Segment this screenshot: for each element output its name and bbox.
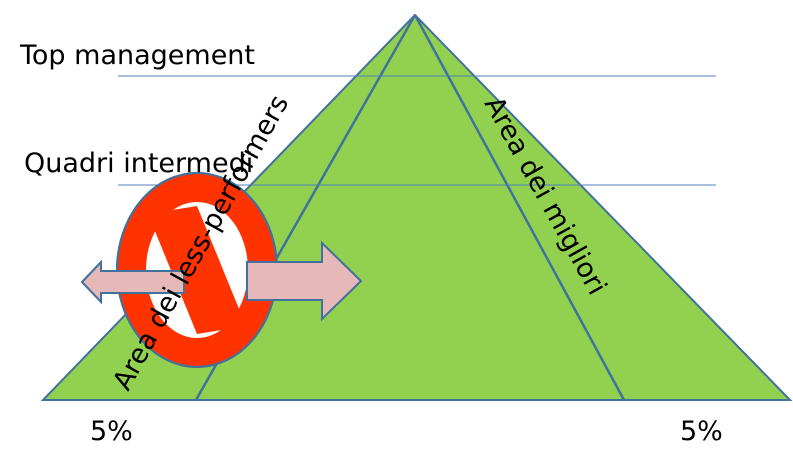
right-percent-label: 5% (680, 416, 723, 447)
middle-managers-label: Quadri intermedi (24, 148, 253, 179)
right-arrow-icon (246, 240, 363, 322)
left-percent-label: 5% (90, 416, 133, 447)
left-arrow-icon (80, 259, 185, 305)
top-management-label: Top management (19, 40, 255, 71)
right-area-divider (413, 14, 626, 401)
prohibition-icon (116, 172, 278, 368)
